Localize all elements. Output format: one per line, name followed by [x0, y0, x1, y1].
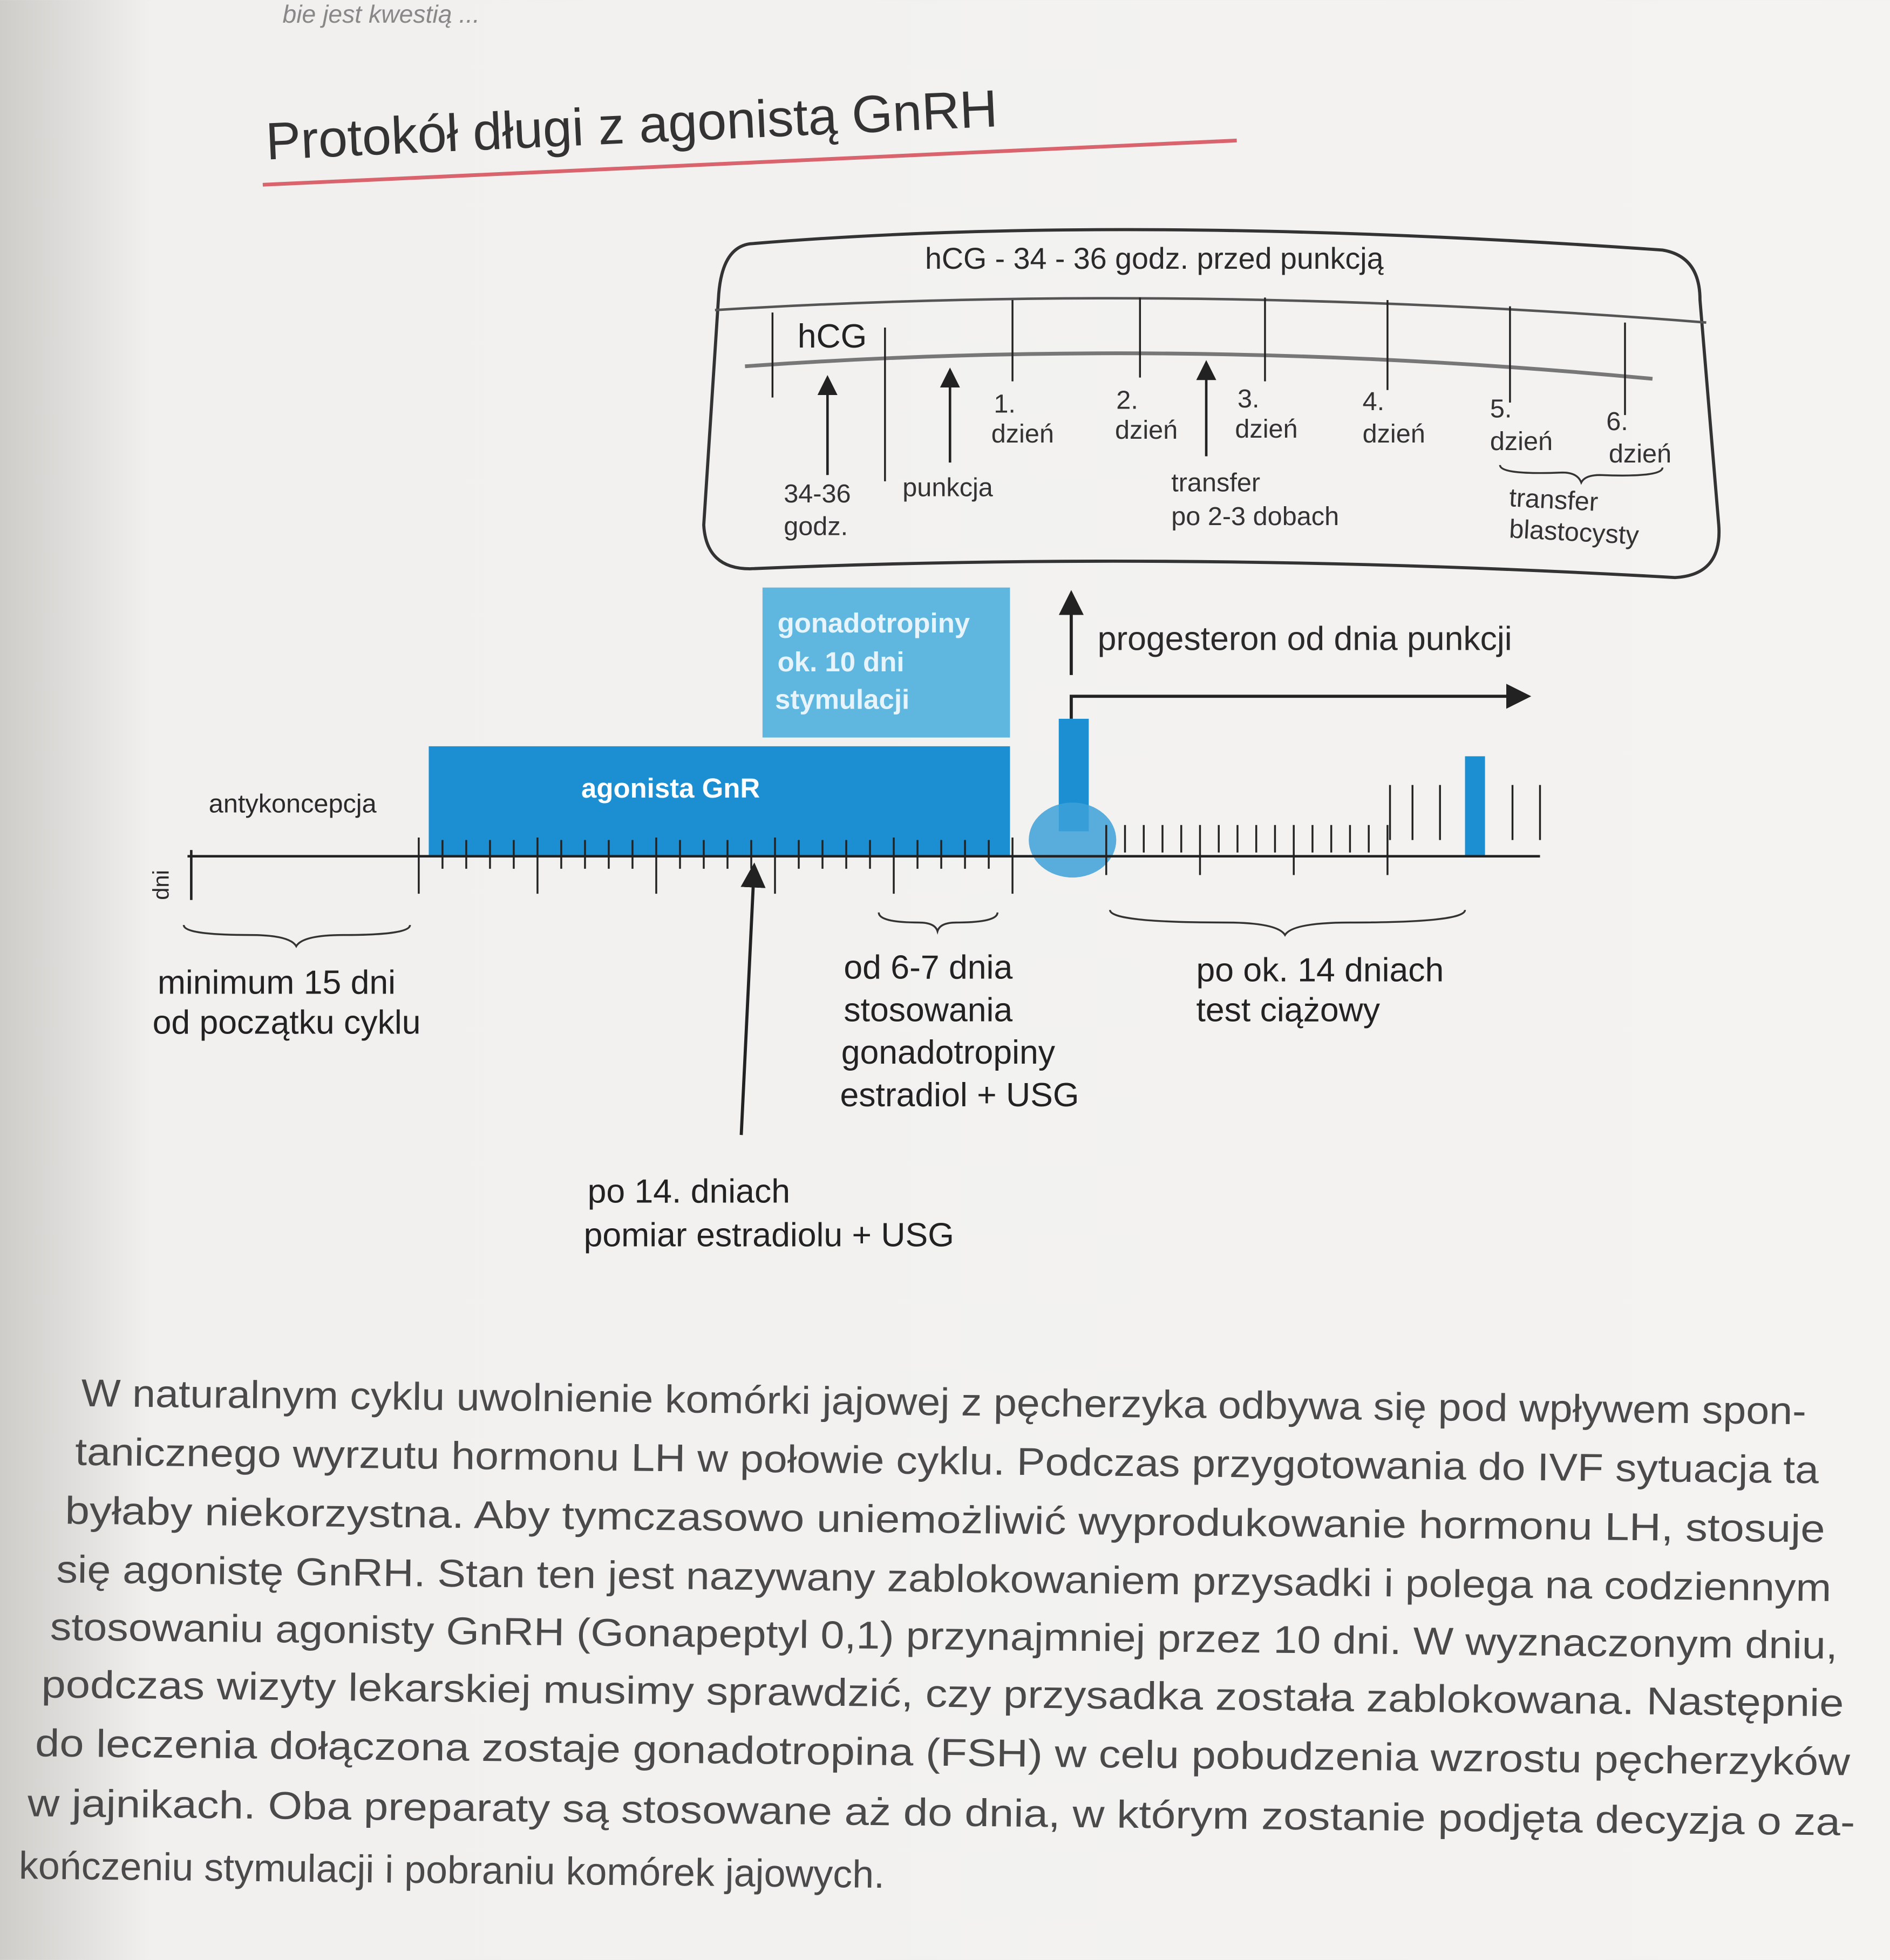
blast-label-2: blastocysty: [1508, 514, 1640, 550]
day-label: dzień: [1490, 427, 1553, 456]
paragraph-line: kończeniu stymulacji i pobraniu komórek …: [19, 1844, 885, 1896]
hours-label-2: godz.: [784, 512, 848, 541]
agonista-label: agonista GnR: [581, 773, 760, 804]
progesteron-label: progesteron od dnia punkcji: [1098, 620, 1512, 658]
od67-label: od 6-7 dnia: [844, 949, 1012, 986]
hours-label: 34-36: [784, 479, 851, 508]
body-paragraph: W naturalnym cyklu uwolnienie komórki ja…: [19, 1372, 1855, 1896]
test-marker: [1465, 756, 1485, 856]
brace: [1499, 465, 1664, 485]
od67-label-3: gonadotropiny: [841, 1033, 1056, 1071]
brace-test: [1109, 909, 1466, 937]
day-label: dzień: [1115, 416, 1178, 445]
od67-label-4: estradiol + USG: [840, 1076, 1079, 1114]
pomiar-label: po 14. dniach: [588, 1172, 790, 1210]
transfer-label: transfer: [1171, 468, 1260, 497]
box-dividers: [771, 297, 1626, 481]
pomiar-label-2: pomiar estradiolu + USG: [584, 1216, 954, 1254]
brace-minimum: [182, 924, 411, 949]
test-label-2: test ciążowy: [1196, 991, 1381, 1029]
day-num: 2.: [1116, 386, 1138, 415]
od67-label-2: stosowania: [844, 991, 1012, 1029]
antykoncepcja-label: antykoncepcja: [209, 790, 377, 819]
day-label: dzień: [1609, 439, 1671, 468]
punkcja-label: punkcja: [902, 473, 994, 502]
brace-od67: [878, 912, 999, 935]
hcg-box: hCG - 34 - 36 godz. przed punkcją hCG 1.…: [702, 228, 1721, 580]
gonadotropiny-label: gonadotropiny: [778, 608, 970, 638]
timeline: gonadotropiny ok. 10 dni stymulacji agon…: [148, 587, 1541, 1254]
title-underline: [262, 138, 1237, 187]
agonista-bar: [429, 746, 1010, 856]
minimum-label: minimum 15 dni: [158, 963, 396, 1001]
day-label: dzień: [991, 419, 1054, 448]
day-label: dzień: [1235, 414, 1297, 444]
day-num: 1.: [994, 389, 1016, 418]
day-labels: 1. dzień 2. dzień 3. dzień 4. dzień 5. d…: [991, 384, 1671, 468]
progesteron-right-arrow-icon: [1070, 684, 1532, 719]
box-heading: hCG - 34 - 36 godz. przed punkcją: [925, 242, 1384, 275]
day-label: dzień: [1363, 419, 1425, 448]
box-arrows: [817, 360, 1216, 475]
day-num: 5.: [1490, 394, 1512, 424]
gonadotropiny-bar: [762, 587, 1010, 738]
gonadotropiny-label-2: ok. 10 dni: [778, 646, 905, 677]
pomiar-arrow-icon: [739, 862, 766, 1135]
test-label: po ok. 14 dniach: [1196, 951, 1444, 989]
day-num: 4.: [1363, 387, 1385, 416]
transfer-label-2: po 2-3 dobach: [1171, 502, 1339, 531]
gonadotropiny-label-3: stymulacji: [775, 684, 909, 714]
day-num: 6.: [1606, 407, 1628, 436]
blast-label: transfer: [1508, 483, 1599, 517]
header-fragment: bie jest kwestią ...: [282, 0, 480, 28]
day-num: 3.: [1238, 384, 1260, 413]
hcg-label: hCG: [798, 317, 867, 355]
minimum-label-2: od początku cyklu: [153, 1004, 421, 1042]
axis-ticks: [190, 785, 1541, 900]
punkcja-circle: [1029, 802, 1117, 878]
axis-label: dni: [148, 870, 174, 900]
